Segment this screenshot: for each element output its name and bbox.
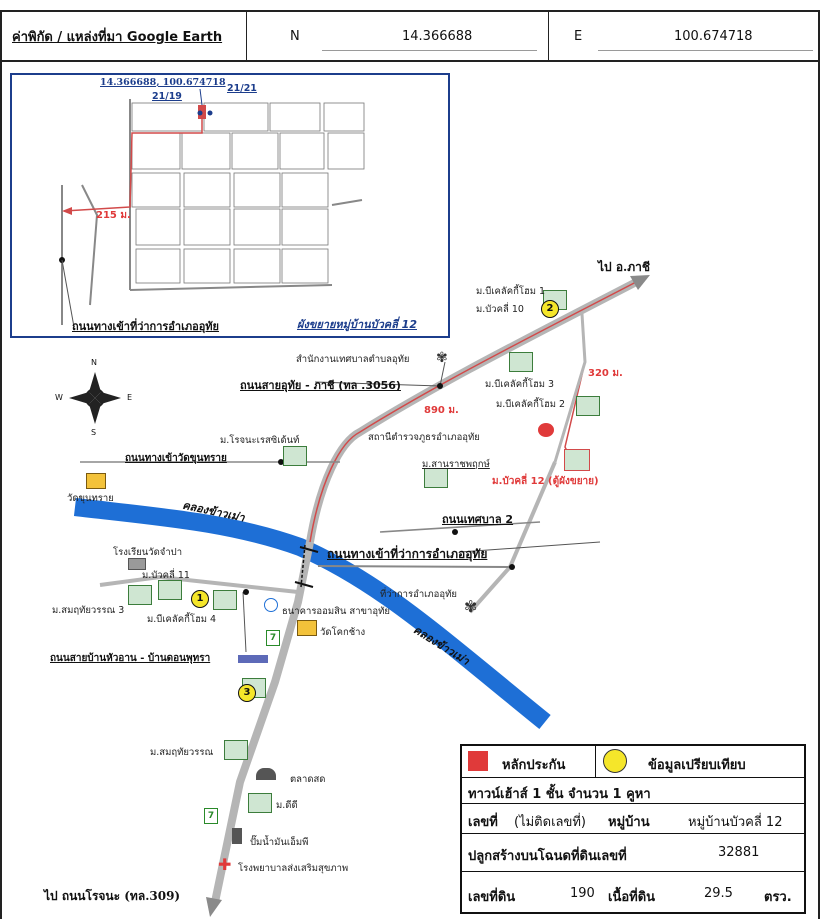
inset-drawing [59, 88, 365, 328]
compass-icon [69, 372, 121, 424]
east-value: 100.674718 [674, 28, 753, 44]
label-sansaraj: ม.สานราชพฤกษ์ [422, 459, 490, 470]
label-district-office: ที่ว่าการอำเภออุทัย [380, 589, 457, 600]
inset-plan-caption: ผังขยายหมู่บ้านบัวคลี่ 12 [297, 318, 417, 331]
legend-deed-value: 32881 [718, 845, 760, 860]
comparable-marker-3: 3 [238, 684, 256, 702]
legend-area-unit: ตรว. [764, 890, 792, 905]
legend-comparable-label: ข้อมูลเปรียบเทียบ [648, 758, 746, 773]
house-icon [509, 352, 533, 372]
compass-w: W [55, 393, 63, 402]
label-somruethai3: ม.สมฤทัยวรรณ 3 [52, 605, 125, 616]
house-icon [248, 793, 272, 813]
comparable-marker-1: 1 [191, 590, 209, 608]
collateral-swatch [468, 751, 488, 771]
house-icon [283, 446, 307, 466]
seven-eleven-icon: 7 [204, 808, 218, 824]
compass-n: N [91, 358, 97, 367]
seven-eleven-icon: 7 [266, 630, 280, 646]
house-icon [158, 580, 182, 600]
emblem-icon: ✾ [436, 350, 448, 366]
east-label: E [574, 28, 583, 44]
label-school: โรงเรียนวัดจำปา [113, 547, 183, 558]
label-to-phachi: ไป อ.ภาชี [598, 260, 651, 274]
label-dd: ม.ดีดี [276, 800, 298, 811]
legend-table: หลักประกัน ข้อมูลเปรียบเทียบ ทาวน์เฮ้าส์… [460, 744, 806, 914]
comparable-swatch [603, 749, 627, 773]
label-to-rojana: ไป ถนนโรจนะ (ทล.309) [44, 889, 181, 903]
compass-s: S [91, 428, 97, 437]
north-value: 14.366688 [402, 28, 473, 44]
legend-collateral-label: หลักประกัน [502, 758, 566, 773]
store-icon [238, 655, 268, 663]
police-icon [538, 423, 554, 437]
label-police: สถานีตำรวจภูธรอำเภออุทัย [368, 432, 480, 443]
legend-no-label: เลขที่ [468, 815, 498, 830]
house-icon [213, 590, 237, 610]
label-dist-320: 320 ม. [588, 368, 623, 379]
hospital-cross-icon: ✚ [218, 855, 232, 874]
label-road-uthai-phachi: ถนนสายอุทัย - ภาชี (ทล .3056) [240, 379, 401, 392]
comparable-marker-2: 2 [541, 300, 559, 318]
label-hospital: โรงพยาบาลส่งเสริมสุขภาพ [238, 863, 349, 874]
legend-area-label: เนื้อที่ดิน [608, 890, 656, 905]
label-wat-khunsai: วัดขุนทราย [67, 493, 114, 504]
label-market: ตลาดสด [290, 774, 326, 785]
bank-icon [264, 598, 278, 612]
legend-land-no-label: เลขที่ดิน [468, 890, 516, 905]
inset-distance: 215 ม. [96, 210, 131, 221]
label-bua11: ม.บัวคลี่ 11 [142, 570, 190, 581]
label-municipal-office: สำนักงานเทศบาลตำบลอุทัย [296, 354, 410, 365]
temple-icon [297, 620, 317, 636]
map-frame [0, 62, 820, 919]
legend-land-no-value: 190 [570, 886, 595, 901]
source-label: ค่าพิกัด / แหล่งที่มา Google Earth [12, 29, 223, 45]
label-bua12: ม.บัวคลี่ 12 (ตู้ผังขยาย) [492, 476, 599, 487]
label-wat-khok: วัดโคกช้าง [320, 627, 366, 638]
collateral-house-icon [564, 449, 590, 471]
inset-plot-right: 21/21 [227, 83, 257, 94]
gas-pump-icon [232, 828, 242, 844]
legend-area-value: 29.5 [704, 886, 733, 901]
inset-plan: 14.366688, 100.674718 21/19 21/21 215 ม.… [10, 73, 450, 338]
north-label: N [290, 28, 300, 44]
label-b-home1: ม.บีเคลัคกี้โฮม 1 [476, 286, 546, 297]
legend-type: ทาวน์เฮ้าส์ 1 ชั้น จำนวน 1 คูหา [468, 787, 651, 802]
label-somruethai: ม.สมฤทัยวรรณ [150, 747, 214, 758]
house-icon [128, 585, 152, 605]
legend-deed-label: ปลูกสร้างบนโฉนดที่ดินเลขที่ [468, 849, 627, 864]
compass-e: E [127, 393, 133, 402]
label-gsb-bank: ธนาคารออมสิน สาขาอุทัย [282, 606, 390, 617]
house-icon [424, 468, 448, 488]
house-icon [576, 396, 600, 416]
label-dist-890: 890 ม. [424, 405, 459, 416]
label-bua10: ม.บัวคลี่ 10 [476, 304, 524, 315]
inset-road-caption: ถนนทางเข้าที่ว่าการอำเภออุทัย [72, 320, 220, 333]
temple-icon [86, 473, 106, 489]
compass-rose: N S W E [55, 358, 135, 438]
label-road-huaran: ถนนสายบ้านหัวอาน - บ้านดอนพุทรา [50, 653, 211, 664]
inset-plot-left: 21/19 [152, 91, 182, 102]
label-road-wat: ถนนทางเข้าวัดขุนทราย [125, 453, 227, 464]
legend-no-value: (ไม่ติดเลขที่) [514, 815, 587, 830]
legend-village-value: หมู่บ้านบัวคลี่ 12 [688, 815, 783, 830]
label-b-home3: ม.บีเคลัคกี้โฮม 3 [485, 379, 555, 390]
legend-village-label: หมู่บ้าน [608, 815, 650, 830]
label-road-district: ถนนทางเข้าที่ว่าการอำเภออุทัย [327, 547, 488, 561]
label-resident: ม.โรจนะเรสซิเด้นท์ [220, 435, 300, 446]
label-b-home4: ม.บีเคลัคกี้โฮม 4 [147, 614, 217, 625]
map-drawing [73, 275, 650, 917]
label-road-tessaban: ถนนเทศบาล 2 [442, 513, 514, 526]
coordinate-header: ค่าพิกัด / แหล่งที่มา Google Earth N 14.… [0, 10, 820, 62]
house-icon [224, 740, 248, 760]
inset-coord-label: 14.366688, 100.674718 [100, 77, 226, 88]
label-b-home2: ม.บีเคลัคกี้โฮม 2 [496, 399, 566, 410]
label-pump: ปั๊มน้ำมันเอ็มพี [250, 837, 309, 848]
market-icon [256, 768, 276, 780]
school-icon [128, 558, 146, 570]
emblem-icon: ✾ [464, 597, 478, 616]
